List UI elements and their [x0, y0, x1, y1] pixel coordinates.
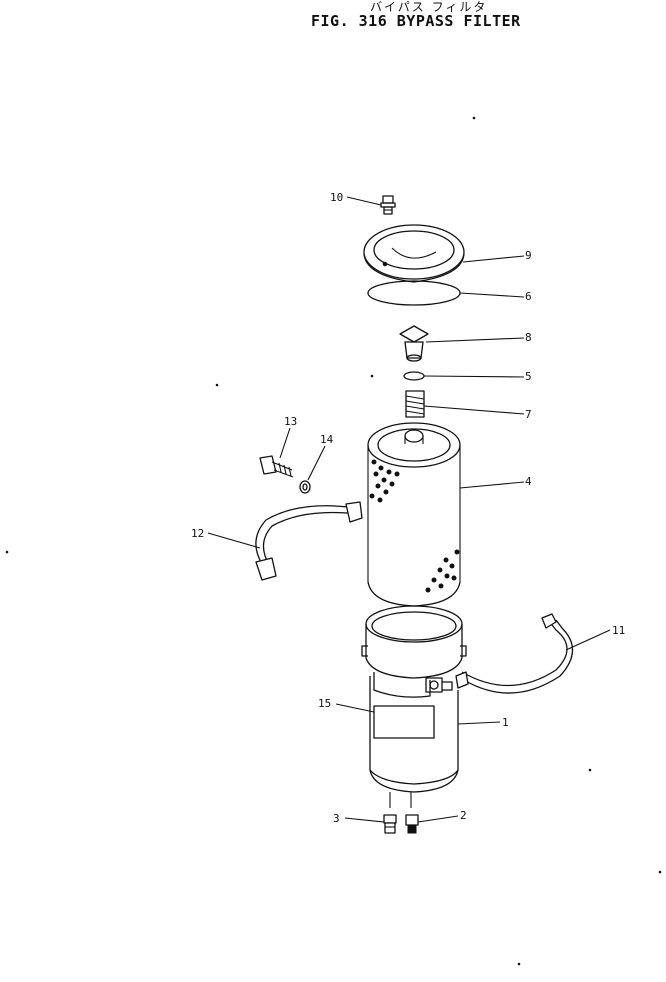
callout-6: 6: [525, 290, 532, 303]
callout-12: 12: [191, 527, 204, 540]
japanese-title: バイパス フィルタ: [370, 0, 488, 14]
callout-2: 2: [460, 809, 467, 822]
part-7-spring: [405, 390, 425, 418]
part-1-housing: [361, 605, 467, 808]
part-13-bolt: [259, 455, 294, 478]
callout-5: 5: [525, 370, 532, 383]
part-10-plug: [380, 195, 396, 215]
part-2-fitting: [405, 814, 419, 834]
part-5-oring: [403, 371, 425, 381]
part-6-gasket: [367, 280, 461, 306]
scan-specks: [5, 116, 662, 966]
perforation-dots: [369, 459, 460, 593]
callout-3: 3: [333, 812, 340, 825]
figure-title: FIG. 316 BYPASS FILTER: [311, 12, 521, 30]
callout-7: 7: [525, 408, 532, 421]
callout-13: 13: [284, 415, 297, 428]
callout-9: 9: [525, 249, 532, 262]
callout-8: 8: [525, 331, 532, 344]
part-11-clamp-band: [455, 613, 574, 694]
callout-15: 15: [318, 697, 331, 710]
callout-11: 11: [612, 624, 625, 637]
callout-1: 1: [502, 716, 509, 729]
part-3-fitting: [383, 814, 397, 834]
leader-lines: [207, 196, 611, 823]
callout-14: 14: [320, 433, 334, 446]
part-14-washer: [299, 480, 311, 494]
callout-10: 10: [330, 191, 343, 204]
part-9-cover: [363, 224, 465, 283]
part-8-valve: [399, 325, 429, 362]
part-15-label-plate: [373, 705, 435, 739]
callout-4: 4: [525, 475, 532, 488]
part-4-filter-element: [367, 422, 461, 607]
part-12-clamp-band: [255, 501, 363, 581]
